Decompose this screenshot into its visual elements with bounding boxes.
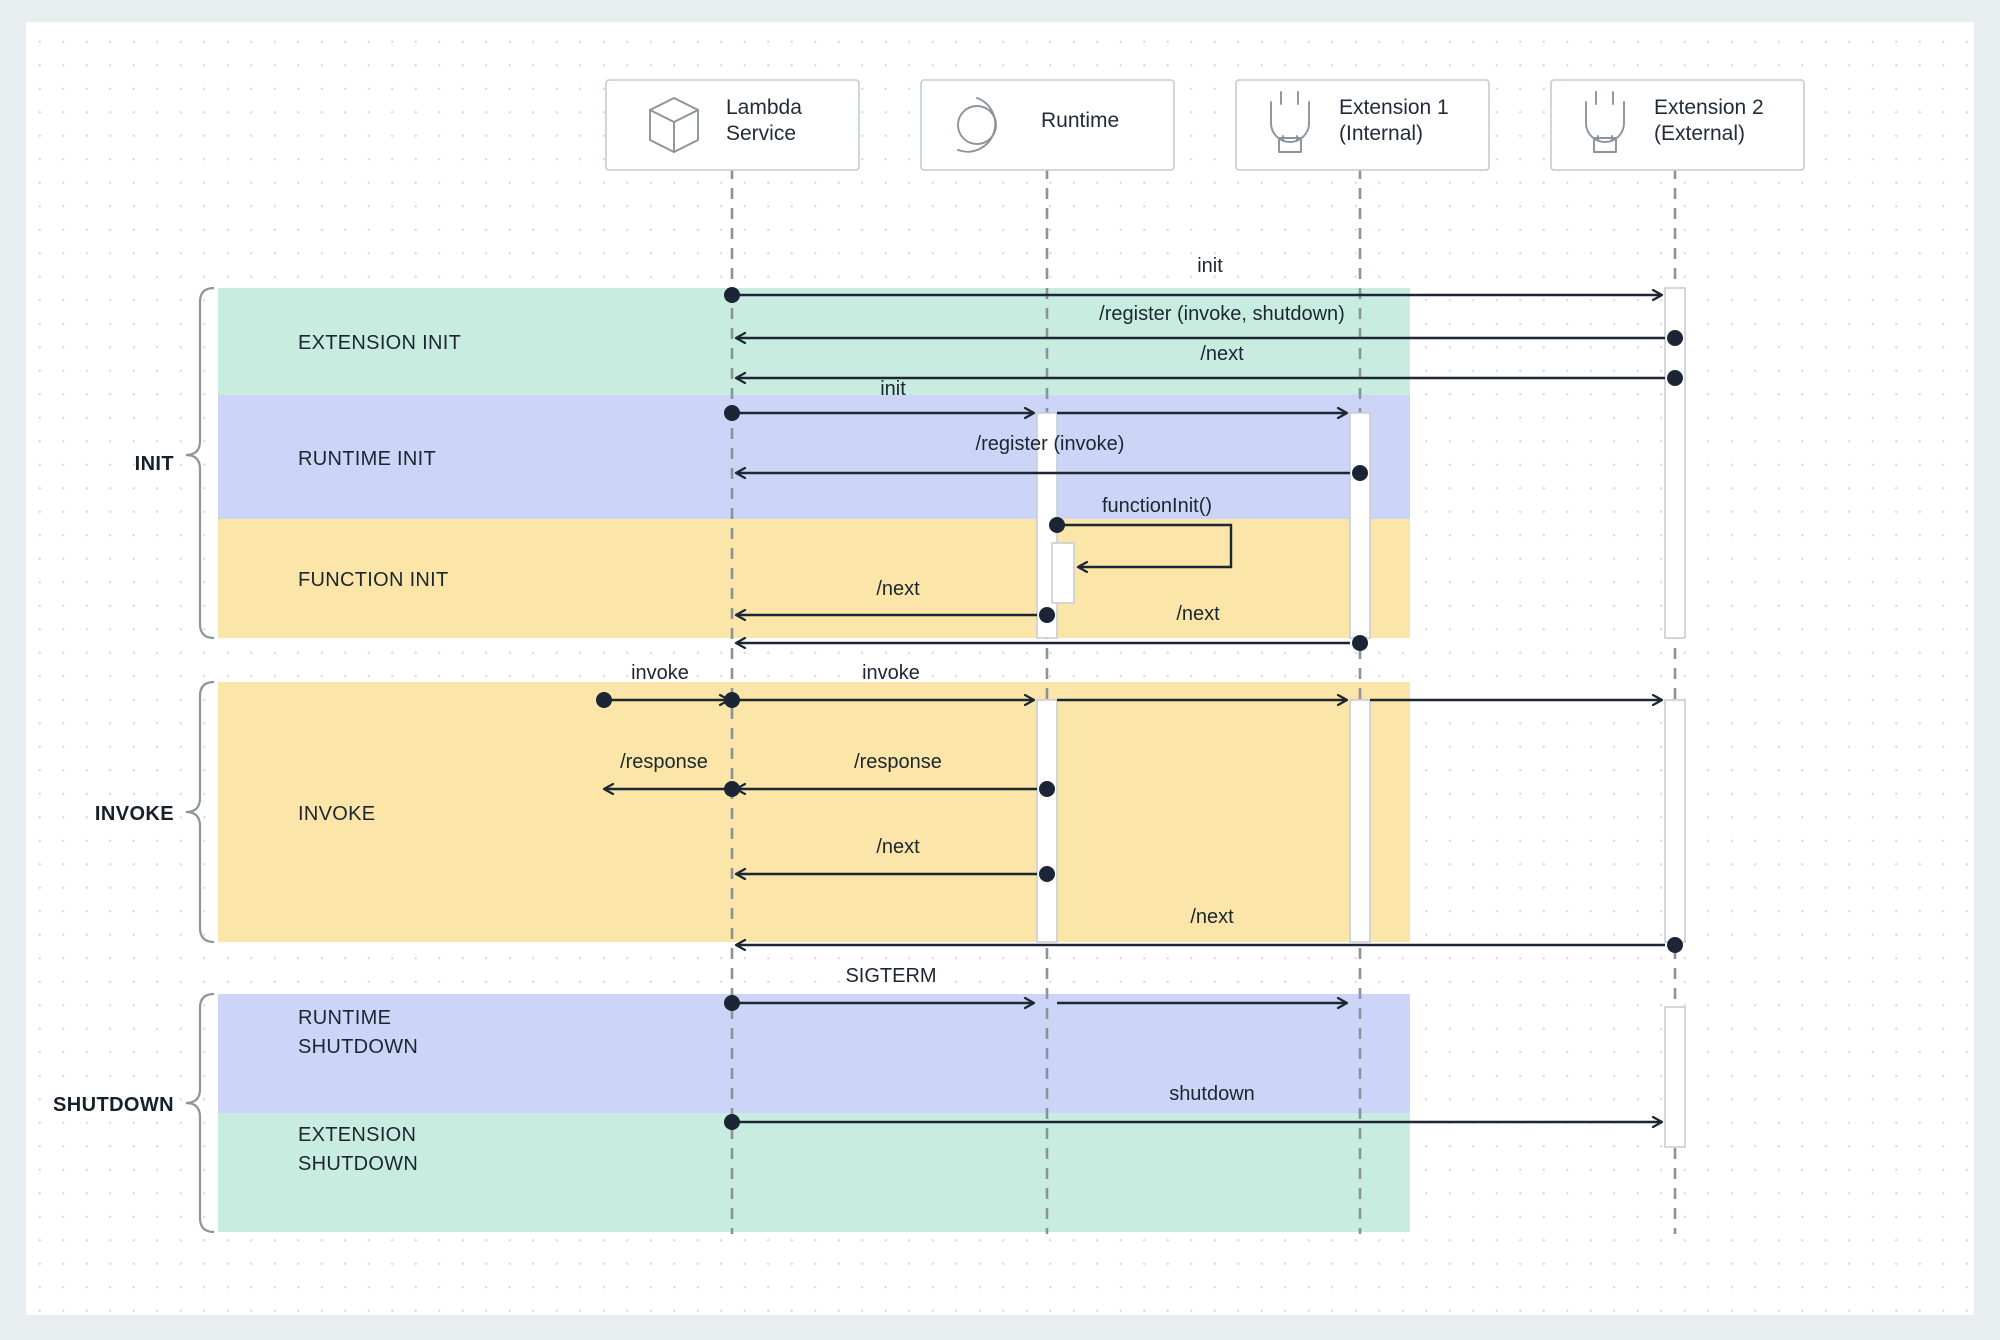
origin-dot-m6 — [1049, 517, 1065, 533]
message-label-m4: init — [880, 378, 906, 400]
message-label-m14: /next — [1190, 906, 1234, 928]
phase-labels: EXTENSION INIT RUNTIME INIT FUNCTION INI… — [298, 332, 461, 1175]
group-init: INIT — [135, 286, 215, 640]
arrow-m6-self — [1057, 523, 1233, 567]
message-m2: /register (invoke, shutdown) — [736, 303, 1683, 346]
origin-dot-m3 — [1667, 370, 1683, 386]
phase-label-extension-shutdown-line1: EXTENSION — [298, 1124, 416, 1146]
actor-runtime[interactable]: Runtime — [920, 79, 1175, 171]
group-label-shutdown: SHUTDOWN — [53, 1094, 174, 1116]
plug-icon — [1585, 91, 1625, 153]
brace-init — [185, 286, 215, 640]
origin-dot-m2 — [1667, 330, 1683, 346]
origin-dot-m15 — [724, 995, 740, 1011]
message-m13: /next — [736, 836, 1055, 882]
message-label-m3: /next — [1200, 343, 1244, 365]
actor-label-lambda-service-line1: Lambda — [726, 96, 802, 119]
actor-label-extension-1-line2: (Internal) — [1339, 122, 1423, 145]
message-m6: functionInit() — [1049, 495, 1233, 567]
message-label-m8: /next — [1176, 603, 1220, 625]
origin-dot-m13 — [1039, 866, 1055, 882]
message-m5: /register (invoke) — [736, 433, 1368, 481]
message-m3: /next — [736, 343, 1683, 386]
actor-box-extension-1[interactable] — [1235, 79, 1490, 171]
origin-dot-m7 — [1039, 607, 1055, 623]
phase-label-invoke: INVOKE — [298, 803, 375, 825]
phase-band-extension-shutdown — [218, 1113, 1410, 1232]
actor-extension-1[interactable]: Extension 1 (Internal) — [1235, 79, 1490, 171]
phase-band-invoke — [218, 682, 1410, 942]
message-label-m6: functionInit() — [1102, 495, 1212, 517]
actor-label-extension-2-line2: (External) — [1654, 122, 1745, 145]
message-m4: init — [724, 378, 1347, 421]
message-label-m5: /register (invoke) — [976, 433, 1125, 455]
runtime-circle-icon — [957, 97, 997, 153]
message-label-m13: /next — [876, 836, 920, 858]
message-label-m12: /response — [854, 751, 942, 773]
actor-label-extension-2-line1: Extension 2 — [1654, 96, 1764, 119]
message-label-m1: init — [1197, 255, 1223, 277]
phase-band-runtime-shutdown — [218, 994, 1410, 1113]
message-label-m10: invoke — [862, 662, 920, 684]
sequence-diagram-svg: Lambda Service Runtime Extension 1 (Inte… — [53, 79, 1805, 1234]
activation-extension-2-invoke — [1664, 699, 1686, 943]
message-label-m15: SIGTERM — [845, 965, 936, 987]
actor-extension-2[interactable]: Extension 2 (External) — [1550, 79, 1805, 171]
plug-icon — [1270, 91, 1310, 153]
phase-label-runtime-shutdown-line1: RUNTIME — [298, 1007, 391, 1029]
phase-label-runtime-init: RUNTIME INIT — [298, 448, 436, 470]
message-m12: /response — [736, 751, 1055, 797]
activation-runtime-self-init — [1051, 542, 1075, 604]
message-m9: invoke — [596, 662, 729, 708]
origin-dot-m1 — [724, 287, 740, 303]
message-m1: init — [724, 255, 1662, 303]
activation-extension-1-invoke — [1349, 699, 1371, 943]
group-shutdown: SHUTDOWN — [53, 992, 215, 1234]
actor-box-lambda-service[interactable] — [605, 79, 860, 171]
origin-dot-m16 — [724, 1114, 740, 1130]
group-label-invoke: INVOKE — [95, 803, 174, 825]
message-label-m2: /register (invoke, shutdown) — [1099, 303, 1345, 325]
origin-dot-m10 — [724, 692, 740, 708]
activation-extension-2-shutdown — [1664, 1006, 1686, 1148]
phase-bands — [218, 288, 1410, 1232]
actor-label-lambda-service-line2: Service — [726, 122, 796, 145]
origin-dot-m5 — [1352, 465, 1368, 481]
phase-band-function-init — [218, 519, 1410, 638]
group-label-init: INIT — [135, 453, 174, 475]
message-label-m9: invoke — [631, 662, 689, 684]
message-m16: shutdown — [724, 1083, 1662, 1130]
brace-invoke — [185, 680, 215, 944]
message-label-m7: /next — [876, 578, 920, 600]
message-label-m11: /response — [620, 751, 708, 773]
cube-icon — [649, 97, 699, 153]
phase-label-extension-shutdown-line2: SHUTDOWN — [298, 1153, 418, 1175]
phase-band-runtime-init — [218, 395, 1410, 519]
actor-lambda-service[interactable]: Lambda Service — [605, 79, 860, 171]
phase-label-extension-init: EXTENSION INIT — [298, 332, 461, 354]
message-m15: SIGTERM — [724, 965, 1347, 1011]
message-m7: /next — [736, 578, 1055, 623]
activation-extension-1-init — [1349, 412, 1371, 639]
actor-box-extension-2[interactable] — [1550, 79, 1805, 171]
group-invoke: INVOKE — [95, 680, 215, 944]
origin-dot-m14 — [1667, 937, 1683, 953]
origin-dot-m4 — [724, 405, 740, 421]
message-m14: /next — [736, 906, 1683, 953]
actor-label-runtime-line1: Runtime — [1041, 109, 1119, 132]
origin-dot-m12 — [1039, 781, 1055, 797]
origin-dot-m9 — [596, 692, 612, 708]
origin-dot-m8 — [1352, 635, 1368, 651]
brace-shutdown — [185, 992, 215, 1234]
actor-label-extension-1-line1: Extension 1 — [1339, 96, 1449, 119]
activation-runtime-invoke — [1036, 699, 1058, 943]
message-m10: invoke — [724, 662, 1662, 708]
diagram-canvas: Lambda Service Runtime Extension 1 (Inte… — [26, 22, 1974, 1315]
phase-label-runtime-shutdown-line2: SHUTDOWN — [298, 1036, 418, 1058]
message-m8: /next — [736, 603, 1368, 651]
phase-label-function-init: FUNCTION INIT — [298, 569, 449, 591]
message-label-m16: shutdown — [1169, 1083, 1255, 1105]
